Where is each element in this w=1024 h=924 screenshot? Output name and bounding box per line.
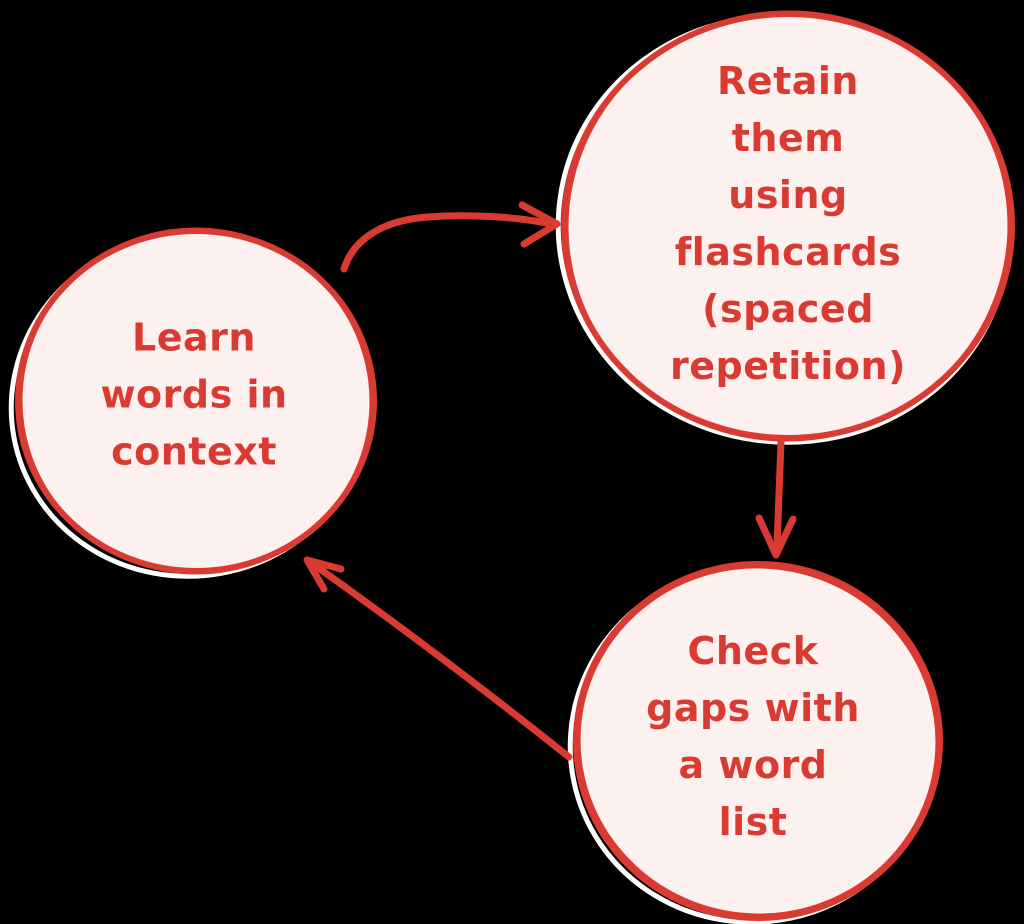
arrow-check-to-learn-head: [303, 556, 345, 593]
arrow-retain-to-check: [755, 438, 797, 559]
arrow-check-to-learn: [303, 556, 573, 761]
node-retain-flashcards-fill: [564, 14, 1012, 438]
arrow-check-to-learn-shaft: [309, 560, 573, 761]
node-retain-flashcards-stroke: [561, 11, 1015, 441]
node-learn-words-label: Learn words in context: [100, 315, 288, 474]
node-check-gaps-stroke: [573, 561, 943, 921]
node-retain-flashcards-label: Retain them using flashcards (spaced rep…: [670, 59, 906, 388]
arrow-learn-to-retain-head: [518, 201, 561, 248]
node-learn-words-circle: [8, 227, 377, 579]
arrow-retain-to-check-head: [755, 514, 797, 559]
arrow-learn-to-retain: [340, 201, 561, 273]
arrow-learn-to-retain-shaft: [340, 212, 550, 273]
node-check-gaps-circle: [567, 561, 943, 924]
node-retain-flashcards-circle: [555, 10, 1015, 445]
node-check-gaps-label: Check gaps with a word list: [646, 629, 860, 844]
node-check-gaps-sketch-stroke: [577, 565, 939, 917]
node-learn-words-stroke: [15, 228, 377, 574]
arrow-retain-to-check-shaft: [773, 438, 785, 550]
node-learn-words-sketch-stroke: [19, 227, 373, 575]
node-learn-words-fill: [18, 231, 374, 571]
node-retain-flashcards-sketch-stroke: [565, 10, 1011, 442]
node-check-gaps-fill: [576, 564, 940, 918]
